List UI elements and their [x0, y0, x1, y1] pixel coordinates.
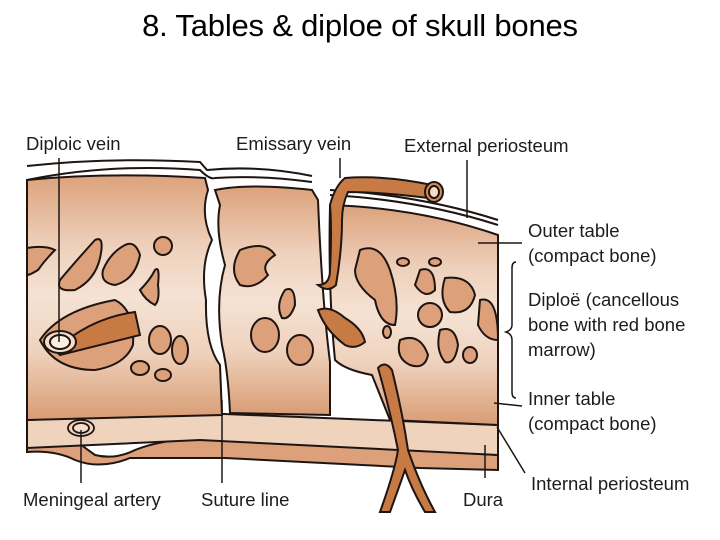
label-inner-table-line1: Inner table: [528, 388, 616, 409]
label-diploic-vein: Diploic vein: [26, 133, 121, 154]
label-outer-table: Outer table (compact bone): [528, 218, 657, 268]
label-dura: Dura: [463, 489, 504, 510]
label-outer-table-line2: (compact bone): [528, 245, 657, 266]
bone-segment-middle: [213, 185, 331, 417]
label-diploe-line3: marrow): [528, 339, 596, 360]
label-inner-table: Inner table (compact bone): [528, 386, 657, 436]
label-outer-table-line1: Outer table: [528, 220, 620, 241]
label-meningeal-artery: Meningeal artery: [23, 489, 161, 510]
label-diploe-line2: bone with red bone: [528, 314, 686, 335]
label-external-periosteum: External periosteum: [404, 135, 569, 156]
label-internal-periosteum: Internal periosteum: [531, 473, 690, 494]
label-diploe: Diploë (cancellous bone with red bone ma…: [528, 287, 685, 362]
bone-segment-left: [26, 174, 224, 422]
bone-segment-right: [328, 203, 499, 427]
label-inner-table-line2: (compact bone): [528, 413, 657, 434]
label-suture-line: Suture line: [201, 489, 290, 510]
label-diploe-line1: Diploë (cancellous: [528, 289, 680, 310]
label-emissary-vein: Emissary vein: [236, 133, 352, 154]
